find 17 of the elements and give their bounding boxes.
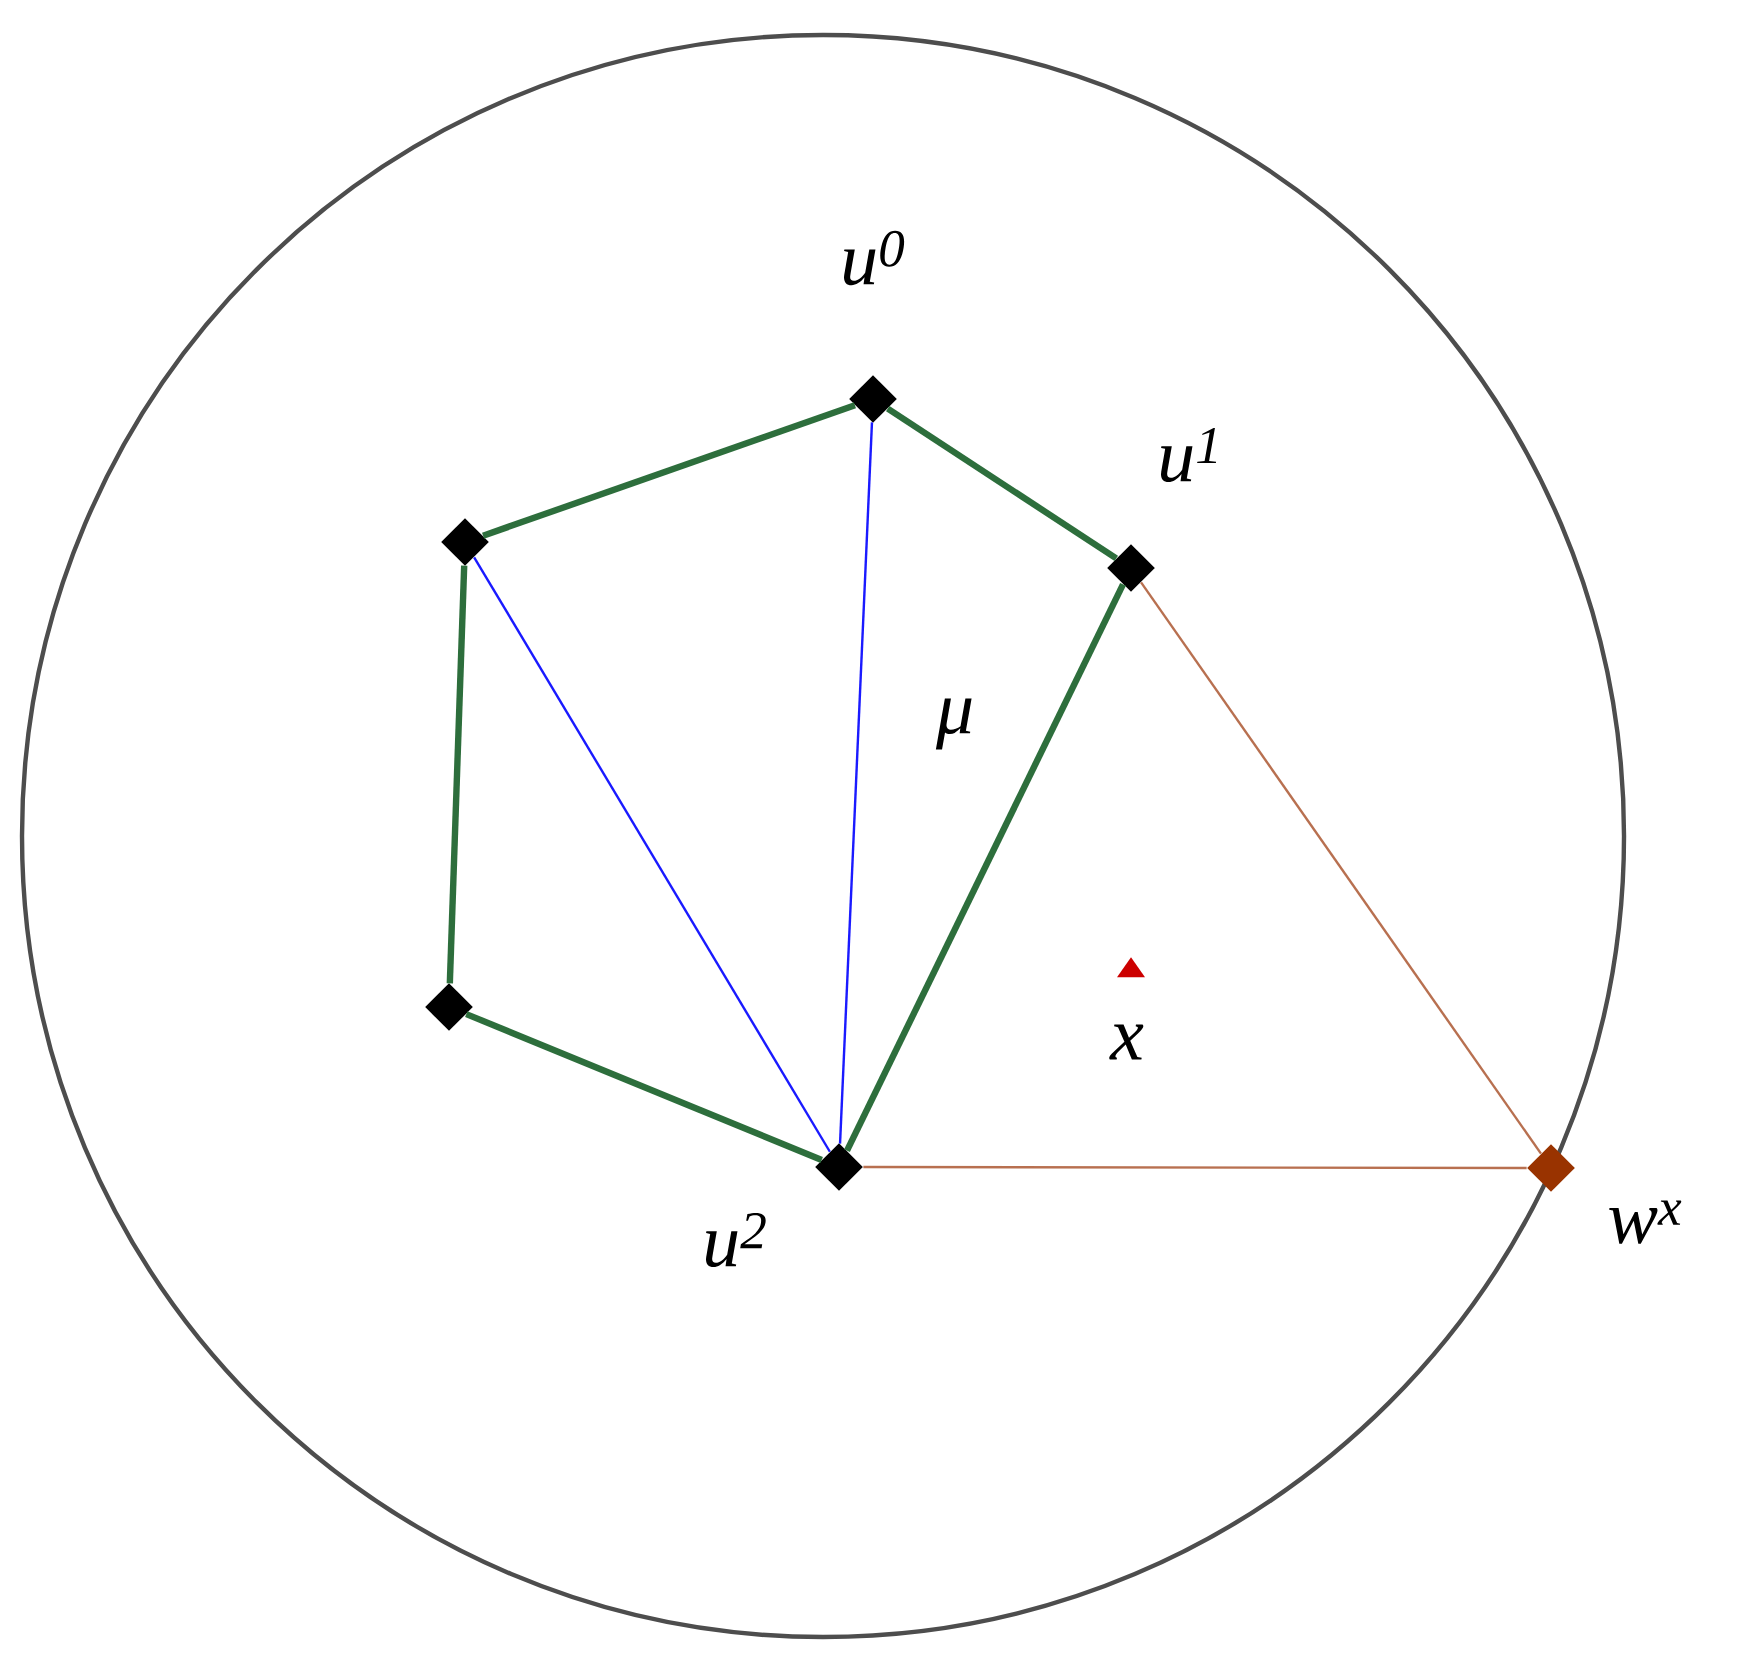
vertex-label: u$^{1}$ <box>1161 427 1217 483</box>
edge-line <box>886 406 1119 562</box>
region-label: μ <box>935 698 972 750</box>
vertex-label: u$^{0}$ <box>844 230 905 286</box>
vertex-marker <box>425 983 473 1031</box>
edge-line <box>1140 581 1542 1155</box>
edge-line <box>863 1165 1527 1170</box>
vertex-marker <box>441 518 489 566</box>
edge-line <box>465 1011 823 1163</box>
edge-line <box>446 565 468 984</box>
vertex-label: x <box>1109 1024 1144 1060</box>
vertex-label: u$^{2}$ <box>706 1212 766 1268</box>
edge-line <box>844 583 1126 1153</box>
edge-line <box>838 422 874 1144</box>
edge-line <box>482 402 856 539</box>
edge-line <box>473 556 831 1153</box>
vertex-label: w$^{x}$ <box>1609 1200 1682 1244</box>
